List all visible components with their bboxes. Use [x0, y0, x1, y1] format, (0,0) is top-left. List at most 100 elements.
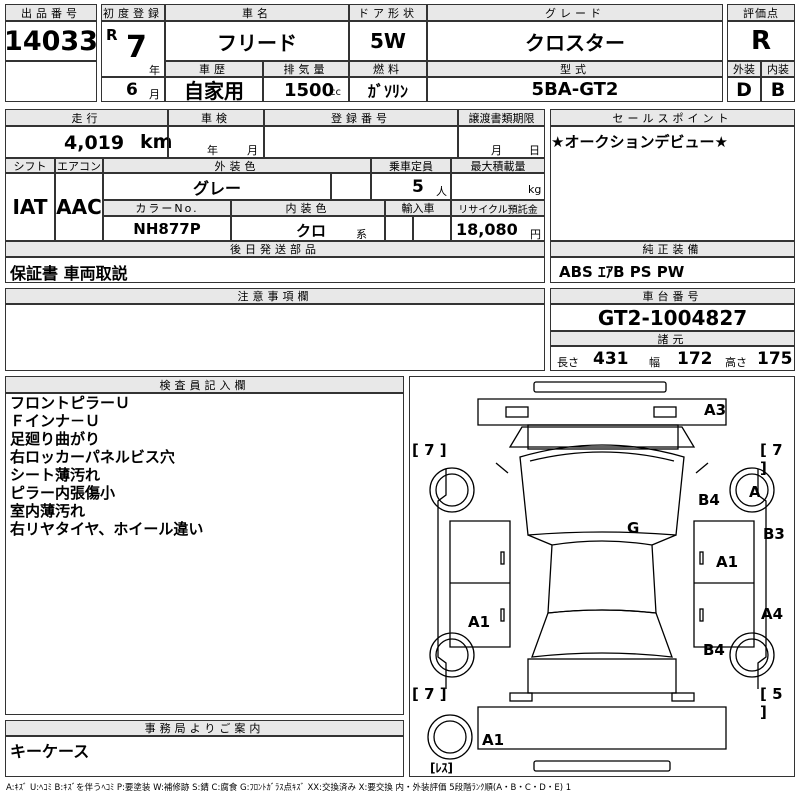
- notes-header: 注意事項欄: [5, 288, 545, 304]
- inspector-line: 右リヤタイヤ、ホイール違い: [10, 520, 204, 538]
- ac-cell: AAC: [55, 173, 103, 241]
- capacity: 5: [412, 177, 424, 197]
- first-reg-year: 7: [126, 30, 147, 65]
- height: 175: [757, 349, 793, 369]
- capacity-unit: 人: [436, 185, 447, 198]
- damage-mark: [ 7 ]: [412, 685, 447, 703]
- overall-score: R: [750, 26, 772, 56]
- equipment-header: 純正装備: [550, 241, 795, 257]
- score-cell: R: [727, 21, 795, 61]
- later-parts-text: 保証書 車両取説: [10, 264, 128, 283]
- displacement: 1500: [284, 80, 335, 101]
- height-label: 高さ: [725, 356, 747, 369]
- history-cell: 自家用: [165, 77, 263, 103]
- damage-mark: [ 7 ]: [412, 441, 447, 459]
- width-label: 幅: [649, 356, 660, 369]
- inspection-header: 車検: [168, 109, 264, 126]
- displacement-header: 排気量: [263, 61, 349, 77]
- dims-cell: 長さ 431 幅 172 高さ 175: [550, 346, 795, 371]
- inspector-line: ピラー内張傷小: [10, 484, 116, 502]
- inspector-cell: フロントピラーＵ Ｆインナ－Ｕ 足廻り曲がり 右ロッカーパネルビス穴 シート薄汚…: [5, 393, 404, 715]
- interior-score: B: [770, 78, 786, 101]
- lot-no-header: 出品番号: [5, 4, 97, 21]
- color-blank: [331, 173, 371, 200]
- exterior-color: グレー: [192, 178, 241, 198]
- sales-point-cell: ★オークションデビュー★: [550, 126, 795, 241]
- deadline-month-unit: 月: [491, 144, 502, 157]
- car-name-header: 車名: [165, 4, 349, 21]
- shift: IAT: [12, 195, 48, 219]
- car-outline-diagram: [427, 381, 775, 772]
- capacity-cell: 5 人: [371, 173, 451, 200]
- inspector-line: 室内薄汚れ: [10, 502, 86, 520]
- chassis-cell: GT2-1004827: [550, 304, 795, 331]
- reg-no-cell: [264, 126, 458, 158]
- int-score-header: 内装: [761, 61, 795, 77]
- lot-no-blank: [5, 61, 97, 102]
- car-name-cell: フリード: [165, 21, 349, 61]
- color-header: 外装色: [103, 158, 371, 173]
- interior-cell: クロ 系: [231, 216, 385, 241]
- inspector-header: 検査員記入欄: [5, 376, 404, 393]
- inspector-line: 右ロッカーパネルビス穴: [10, 448, 175, 466]
- month-unit: 月: [149, 88, 160, 101]
- damage-mark: A: [749, 483, 761, 501]
- color-no-header: カラーNo.: [103, 200, 231, 216]
- load-unit: kg: [528, 183, 542, 196]
- mileage-cell: 4,019 km: [5, 126, 172, 158]
- office-header: 事務局よりご案内: [5, 720, 404, 736]
- color-number: NH877P: [133, 219, 201, 238]
- inspection-month-unit: 月: [247, 144, 258, 157]
- grade-cell: クロスター: [427, 21, 723, 61]
- equipment-text: ABS ｴｱB PS PW: [559, 263, 685, 281]
- inspector-line: フロントピラーＵ: [10, 394, 131, 412]
- office-text: キーケース: [10, 742, 90, 761]
- damage-diagram: A3 [ 7 ] [ 7 ] B4 A B3 G A1 A1 A4 B4 [ 7…: [409, 376, 795, 777]
- model: 5BA-GT2: [531, 79, 619, 100]
- notes-cell: [5, 304, 545, 371]
- length: 431: [593, 349, 629, 369]
- interior-color: クロ: [296, 222, 327, 240]
- capacity-header: 乗車定員: [371, 158, 451, 173]
- import-cell-a: [385, 216, 413, 241]
- chassis-number: GT2-1004827: [597, 305, 748, 330]
- score-header: 評価点: [727, 4, 795, 21]
- recycle-header: リサイクル預託金: [451, 200, 545, 216]
- later-parts-header: 後日発送部品: [5, 241, 545, 257]
- year-unit: 年: [149, 64, 160, 77]
- load-header: 最大積載量: [451, 158, 545, 173]
- interior-unit: 系: [356, 228, 367, 241]
- width: 172: [677, 349, 713, 369]
- sales-point-text: ★オークションデビュー★: [551, 133, 728, 151]
- door-type: 5W: [370, 29, 406, 53]
- reg-no-header: 登録番号: [264, 109, 458, 126]
- first-reg-cell: R 7 年: [101, 21, 165, 77]
- first-reg-month-cell: 6 月: [101, 77, 165, 102]
- inspector-line: 足廻り曲がり: [10, 430, 101, 448]
- damage-mark: B4: [703, 641, 725, 659]
- damage-mark: B3: [763, 525, 785, 543]
- door-header: ドア形状: [349, 4, 427, 21]
- displacement-cell: 1500 cc: [263, 77, 349, 102]
- era: R: [106, 26, 118, 44]
- inspector-line: Ｆインナ－Ｕ: [10, 412, 101, 430]
- import-header: 輸入車: [385, 200, 451, 216]
- sales-point-header: セールスポイント: [550, 109, 795, 126]
- inspection-cell: 年 月: [168, 126, 264, 158]
- first-reg-header: 初度登録: [101, 4, 165, 21]
- equipment-cell: ABS ｴｱB PS PW: [550, 257, 795, 283]
- shift-cell: IAT: [5, 173, 55, 241]
- chassis-header: 車台番号: [550, 288, 795, 304]
- first-reg-month: 6: [126, 80, 138, 100]
- fuel-header: 燃料: [349, 61, 427, 77]
- damage-mark: A1: [716, 553, 739, 571]
- lot-number: 14033: [4, 25, 98, 57]
- recycle-unit: 円: [530, 228, 541, 241]
- damage-mark: A1: [468, 613, 491, 631]
- ext-score-header: 外装: [727, 61, 761, 77]
- grade: クロスター: [525, 30, 625, 55]
- color-cell: グレー: [103, 173, 331, 200]
- damage-mark: [ 7 ]: [760, 441, 783, 477]
- later-parts-cell: 保証書 車両取説: [5, 257, 545, 283]
- interior-header: 内装色: [231, 200, 385, 216]
